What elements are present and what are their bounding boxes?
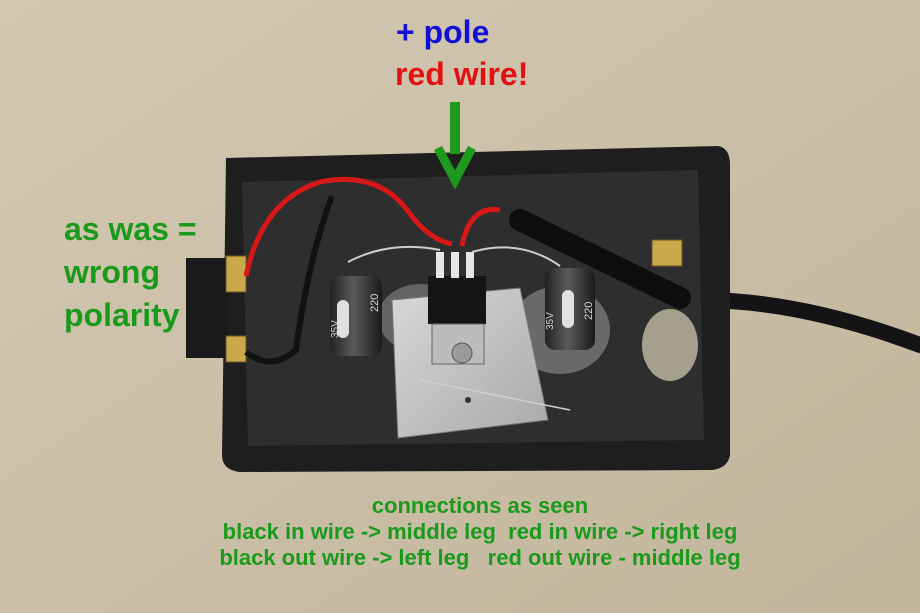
red-wire-in bbox=[243, 176, 453, 277]
capacitor-right-voltage: 35V bbox=[545, 312, 556, 330]
right-contact bbox=[651, 239, 683, 267]
black-wire-in bbox=[244, 194, 335, 365]
caption-line-1: connections as seen bbox=[371, 493, 589, 518]
wrong-polarity-label-line1: as was = bbox=[64, 211, 197, 247]
heatsink-hole bbox=[465, 397, 471, 403]
capacitor-left bbox=[330, 276, 382, 356]
wrong-polarity-label-line3: polarity bbox=[64, 297, 180, 333]
capacitor-right-value: 220 bbox=[583, 302, 595, 320]
regulator-leg-middle bbox=[451, 252, 459, 278]
arrow-icon bbox=[434, 102, 476, 190]
wrong-polarity-label-line2: wrong bbox=[64, 254, 160, 290]
glue-blob bbox=[642, 309, 698, 381]
regulator-body bbox=[428, 276, 486, 324]
case-side-tab bbox=[186, 258, 228, 358]
caption-line-3: black out wire -> left leg red out wire … bbox=[219, 545, 741, 570]
heat-shrink-tube bbox=[509, 209, 691, 309]
left-contact-bottom bbox=[225, 335, 247, 363]
connections-caption: connections as seen black in wire -> mid… bbox=[160, 493, 800, 571]
left-contact-top bbox=[225, 255, 247, 293]
thin-wire bbox=[347, 245, 441, 263]
regulator-leg-left bbox=[436, 252, 444, 278]
red-wire-out bbox=[459, 206, 501, 247]
capacitor-right bbox=[545, 268, 595, 350]
capacitor-left-voltage: 35V bbox=[330, 320, 341, 338]
red-wire-label: red wire! bbox=[395, 56, 529, 92]
thin-wire bbox=[419, 379, 571, 411]
plus-pole-label: + pole bbox=[396, 14, 490, 50]
screw bbox=[451, 342, 473, 364]
caption-line-2: black in wire -> middle leg red in wire … bbox=[222, 519, 738, 544]
capacitor-left-value: 220 bbox=[369, 294, 381, 312]
thin-wire bbox=[471, 246, 561, 267]
regulator-leg-right bbox=[466, 252, 474, 278]
